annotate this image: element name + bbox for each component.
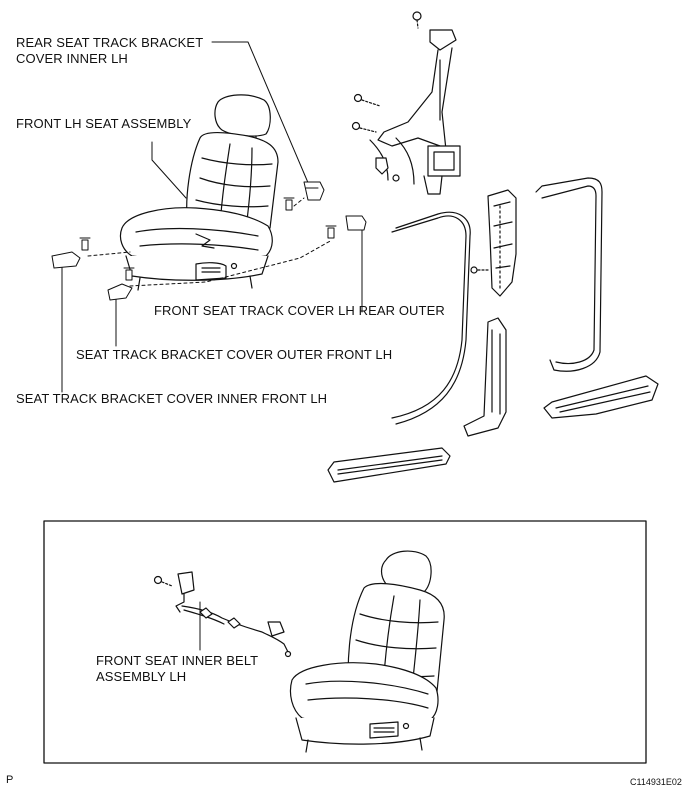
door-opening-weatherstrip bbox=[391, 211, 471, 425]
rear-door-scuff-plate bbox=[543, 375, 659, 419]
label-front-lh-seat-assembly: FRONT LH SEAT ASSEMBLY bbox=[16, 116, 192, 131]
seat-fasteners bbox=[51, 181, 367, 301]
rear-door-weatherstrip bbox=[535, 177, 603, 372]
inset-frame bbox=[43, 520, 647, 764]
label-seat-track-bracket-cover-outer-front-lh: SEAT TRACK BRACKET COVER OUTER FRONT LH bbox=[76, 347, 393, 362]
front-lh-seat-assembly-inset bbox=[289, 550, 445, 753]
lower-pillar-trim bbox=[463, 317, 507, 437]
front-lh-seat-assembly bbox=[119, 94, 279, 291]
front-door-scuff-plate bbox=[327, 447, 451, 483]
center-pillar-trim bbox=[470, 189, 517, 297]
label-front-seat-track-cover-lh-rear-outer: FRONT SEAT TRACK COVER LH REAR OUTER bbox=[154, 303, 445, 318]
label-rear-seat-track-bracket-cover-inner-lh: REAR SEAT TRACK BRACKET COVER INNER LH bbox=[16, 35, 204, 66]
front-seat-inner-belt-assembly bbox=[153, 571, 292, 658]
front-seat-outer-belt bbox=[351, 11, 461, 195]
page-marker: P bbox=[6, 774, 14, 786]
label-seat-track-bracket-cover-inner-front-lh: SEAT TRACK BRACKET COVER INNER FRONT LH bbox=[16, 391, 328, 406]
figure-code: C114931E02 bbox=[630, 777, 682, 787]
label-front-seat-inner-belt-assembly-lh: FRONT SEAT INNER BELT ASSEMBLY LH bbox=[96, 653, 259, 684]
